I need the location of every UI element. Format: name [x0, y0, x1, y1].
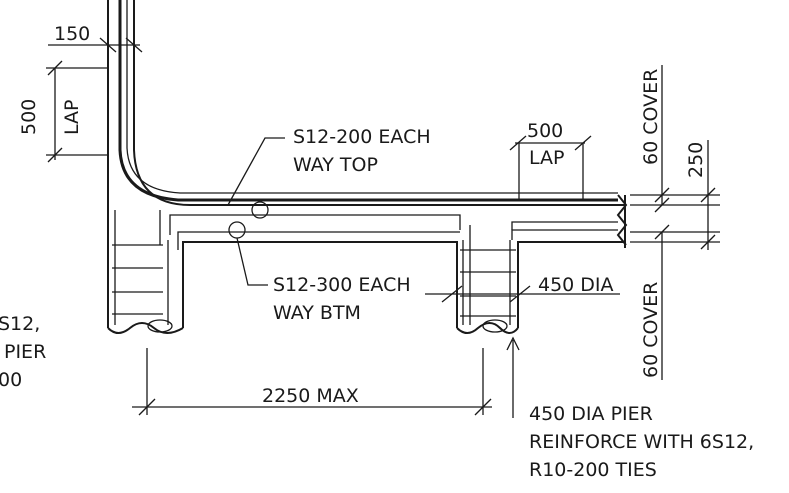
pier-note-line3: R10-200 TIES — [529, 459, 657, 481]
bottom-reinf-line1: S12-300 EACH — [273, 274, 411, 296]
dimension-labels: 150 500 LAP 500 LAP 60 COVER 250 60 COVE… — [18, 23, 707, 407]
right-lap-value: 500 — [527, 120, 563, 142]
column-width-label: 150 — [54, 23, 90, 45]
left-cut-line3: 00 — [0, 369, 22, 391]
bottom-reinf-line2: WAY BTM — [273, 302, 361, 324]
pier-dia-label: 450 DIA — [538, 274, 614, 296]
pier-note-line1: 450 DIA PIER — [529, 403, 653, 425]
left-cut-line1: S12, — [0, 313, 40, 335]
top-reinf-line2: WAY TOP — [293, 154, 378, 176]
reinforcement-notes: S12-200 EACH WAY TOP S12-300 EACH WAY BT… — [0, 126, 754, 481]
reinforcement — [112, 0, 618, 325]
right-lap-label: LAP — [529, 147, 564, 169]
slab-thickness-label: 250 — [685, 142, 707, 178]
left-lap-label: LAP — [61, 100, 83, 135]
leader-lines — [227, 137, 520, 418]
pier-note-line2: REINFORCE WITH 6S12, — [529, 431, 754, 453]
left-cut-line2: PIER — [4, 341, 46, 363]
dimension-lines — [46, 37, 720, 416]
top-reinf-line1: S12-200 EACH — [293, 126, 431, 148]
bottom-cover-label: 60 COVER — [640, 282, 662, 378]
left-lap-value: 500 — [18, 99, 40, 135]
pier-spacing-label: 2250 MAX — [262, 385, 359, 407]
top-cover-label: 60 COVER — [640, 69, 662, 165]
